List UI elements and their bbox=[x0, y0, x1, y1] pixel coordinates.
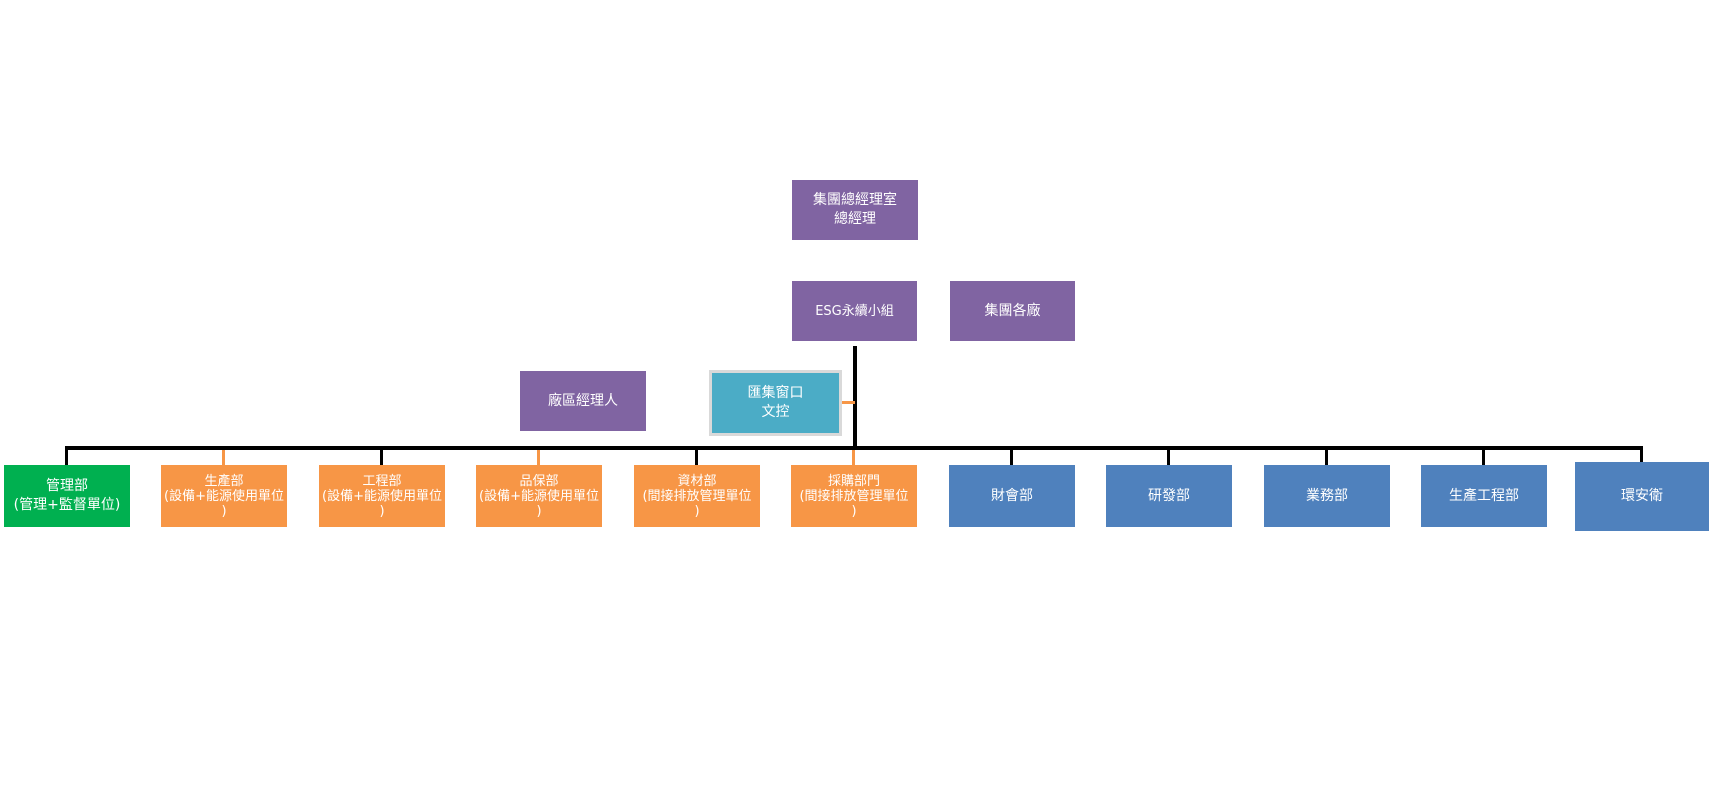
node-label: 業務部 bbox=[1306, 487, 1348, 504]
group-factories-box[interactable]: 集團各廠 bbox=[950, 281, 1075, 341]
esg-trunk-line bbox=[853, 346, 857, 450]
management-dept-box[interactable]: 管理部 (管理+監督單位) bbox=[4, 465, 130, 527]
production-dept-box[interactable]: 生產部 (設備+能源使用單位 ) bbox=[161, 465, 287, 527]
collection-window-box[interactable]: 匯集窗口 文控 bbox=[709, 370, 842, 436]
node-label: 研發部 bbox=[1148, 487, 1190, 504]
node-line-1: 生產部 bbox=[204, 473, 244, 489]
quality-assurance-dept-box[interactable]: 品保部 (設備+能源使用單位 ) bbox=[476, 465, 602, 527]
drop-line bbox=[65, 446, 68, 465]
drop-line bbox=[1482, 446, 1485, 465]
drop-line bbox=[1167, 446, 1170, 465]
node-line-3: ) bbox=[536, 503, 542, 519]
drop-line bbox=[1010, 446, 1013, 465]
finance-dept-box[interactable]: 財會部 bbox=[949, 465, 1075, 527]
node-line-1: 採購部門 bbox=[827, 473, 880, 489]
node-line-1: 匯集窗口 bbox=[747, 385, 804, 401]
node-line-2: 總經理 bbox=[834, 211, 876, 227]
node-line-3: ) bbox=[379, 503, 385, 519]
node-line-3: ) bbox=[694, 503, 700, 519]
node-label: 財會部 bbox=[991, 487, 1033, 504]
node-label: 環安衛 bbox=[1621, 488, 1663, 504]
sales-dept-box[interactable]: 業務部 bbox=[1264, 465, 1390, 527]
department-bus-line bbox=[65, 446, 1643, 450]
drop-line bbox=[1325, 446, 1328, 465]
drop-line bbox=[537, 450, 540, 465]
esg-group-box[interactable]: ESG永續小組 bbox=[792, 281, 917, 341]
node-line-2: (設備+能源使用單位 bbox=[322, 488, 442, 504]
node-line-2: (管理+監督單位) bbox=[13, 497, 121, 513]
hub-connector-line bbox=[842, 401, 855, 404]
drop-line bbox=[222, 450, 225, 465]
node-line-1: 資材部 bbox=[677, 473, 717, 489]
drop-line bbox=[695, 446, 698, 465]
node-label: ESG永續小組 bbox=[815, 303, 894, 319]
general-manager-office-box[interactable]: 集團總經理室 總經理 bbox=[792, 180, 918, 240]
node-line-2: 文控 bbox=[761, 404, 790, 420]
node-line-3: ) bbox=[851, 503, 857, 519]
production-engineering-dept-box[interactable]: 生產工程部 bbox=[1421, 465, 1547, 527]
purchasing-dept-box[interactable]: 採購部門 (間接排放管理單位 ) bbox=[791, 465, 917, 527]
node-label: 集團各廠 bbox=[984, 302, 1041, 319]
node-label: 廠區經理人 bbox=[548, 392, 618, 409]
node-line-1: 管理部 bbox=[46, 478, 88, 494]
node-line-2: (設備+能源使用單位 bbox=[479, 488, 599, 504]
drop-line bbox=[380, 446, 383, 465]
node-line-2: (間接排放管理單位 bbox=[642, 488, 752, 504]
node-line-1: 工程部 bbox=[362, 473, 402, 489]
rnd-dept-box[interactable]: 研發部 bbox=[1106, 465, 1232, 527]
engineering-dept-box[interactable]: 工程部 (設備+能源使用單位 ) bbox=[319, 465, 445, 527]
node-line-3: ) bbox=[221, 503, 227, 519]
node-line-2: (設備+能源使用單位 bbox=[164, 488, 284, 504]
drop-line bbox=[852, 450, 855, 465]
node-line-1: 品保部 bbox=[519, 473, 559, 489]
node-line-2: (間接排放管理單位 bbox=[799, 488, 909, 504]
materials-dept-box[interactable]: 資材部 (間接排放管理單位 ) bbox=[634, 465, 760, 527]
node-label: 生產工程部 bbox=[1449, 487, 1519, 504]
plant-manager-box[interactable]: 廠區經理人 bbox=[520, 371, 646, 431]
drop-line bbox=[1640, 446, 1643, 462]
node-line-1: 集團總經理室 bbox=[813, 192, 897, 208]
ehs-dept-box[interactable]: 環安衛 bbox=[1575, 462, 1709, 531]
